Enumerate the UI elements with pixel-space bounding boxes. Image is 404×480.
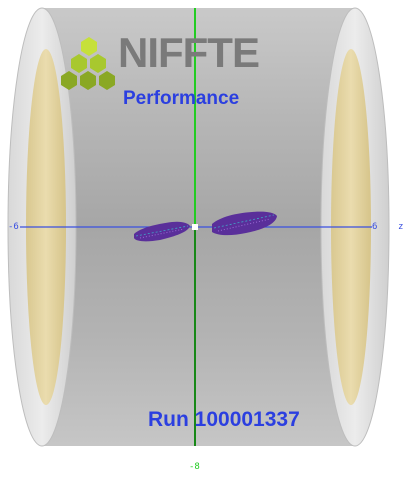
logo-wordmark: NIFFTE xyxy=(118,29,260,76)
x-axis-max-label: 6 xyxy=(372,222,378,232)
z-axis-label: z xyxy=(398,222,404,232)
track-left xyxy=(134,221,190,242)
vertex-marker xyxy=(192,224,198,230)
run-number-label: Run 100001337 xyxy=(148,408,300,431)
track-right xyxy=(212,211,277,236)
y-axis-min-label: -8 xyxy=(189,462,200,472)
logo-hexagons-icon xyxy=(61,37,115,90)
x-axis-min-label: -6 xyxy=(8,222,19,232)
logo-subtitle: Performance xyxy=(123,88,240,109)
